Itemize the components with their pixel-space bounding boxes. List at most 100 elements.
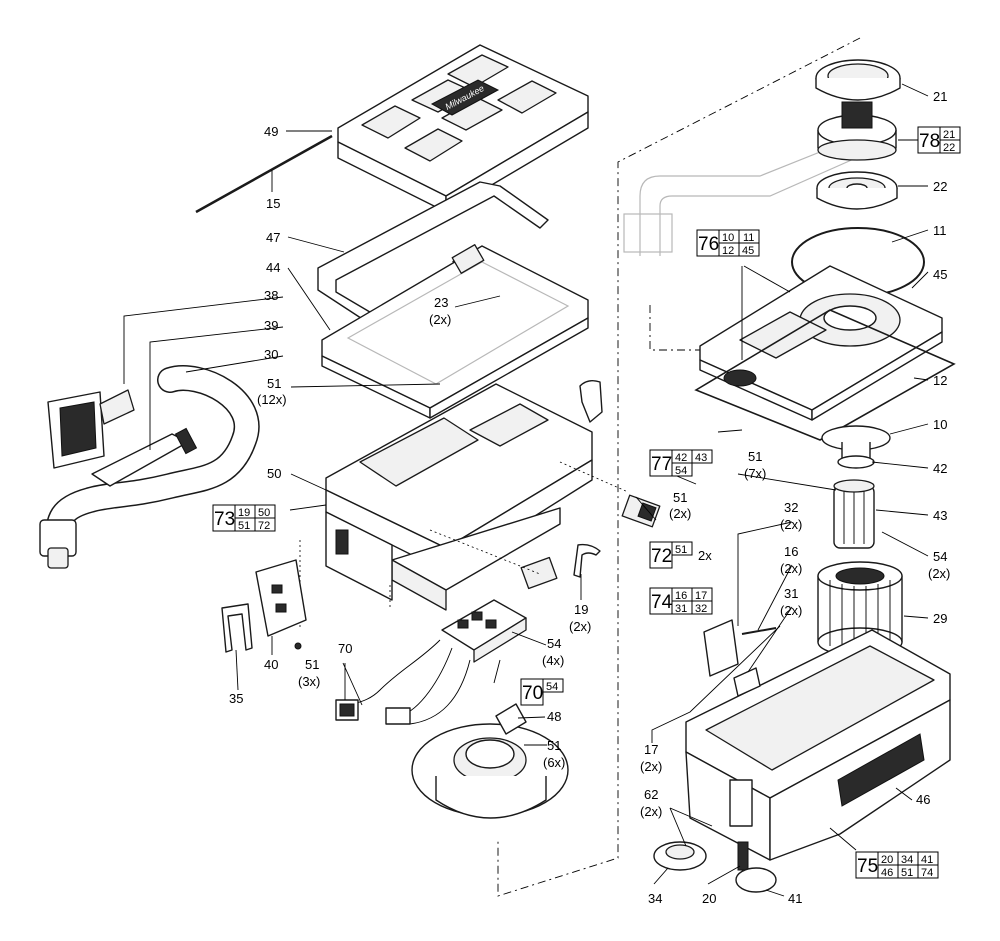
- label-47: 47: [266, 230, 280, 245]
- label-35: 35: [229, 691, 243, 706]
- kit-73-part: 51: [238, 520, 250, 532]
- part-labels: 49 15 47 44 23 (2x) 38 39 30 51 (12x) 50…: [229, 89, 950, 906]
- part-39-crevice-tool: [91, 427, 198, 487]
- kit-75-number: 75: [857, 856, 878, 877]
- label-48: 48: [547, 709, 561, 724]
- label-49: 49: [264, 124, 278, 139]
- part-51-screw: [294, 642, 302, 650]
- label-44: 44: [266, 260, 280, 275]
- label-22: 22: [933, 179, 947, 194]
- kit-78-part: 22: [943, 142, 955, 154]
- kit-75-part: 46: [881, 867, 893, 879]
- label-11: 11: [933, 223, 947, 238]
- kit-73-part: 72: [258, 520, 270, 532]
- label-54b: 54: [933, 549, 947, 564]
- kit-72-qty: 2x: [698, 548, 712, 563]
- part-12-gasket: [694, 309, 956, 441]
- kit-box-75: 75 20 34 41 46 51 74: [855, 851, 939, 879]
- kit-75-part: 34: [901, 854, 913, 866]
- label-12: 12: [933, 373, 947, 388]
- part-50-housing: [325, 383, 593, 611]
- kit-76-number: 76: [698, 234, 719, 255]
- kit-box-78: 78 21 22: [917, 126, 961, 154]
- part-30-hose: [39, 365, 260, 569]
- label-21: 21: [933, 89, 947, 104]
- label-54b-qty: (2x): [928, 566, 950, 581]
- part-small-block: [520, 556, 558, 590]
- label-32-qty: (2x): [780, 517, 802, 532]
- kit-76-part: 10: [722, 232, 734, 244]
- part-32-plate: [703, 619, 739, 677]
- label-51c: 51: [547, 738, 561, 753]
- kit-box-74: 74 16 17 31 32: [649, 587, 713, 615]
- kit-box-70: 70 54: [520, 678, 564, 706]
- kit-75-part: 41: [921, 854, 933, 866]
- label-51a: 51: [267, 376, 281, 391]
- ghost-hose: [623, 139, 857, 256]
- part-78-motor: [817, 101, 897, 161]
- label-38: 38: [264, 288, 278, 303]
- kit-74-part: 17: [695, 590, 707, 602]
- kit-box-73: 73 19 50 51 72: [212, 504, 276, 532]
- kit-78-number: 78: [919, 131, 940, 152]
- kit-74-part: 16: [675, 590, 687, 602]
- label-51c-qty: (6x): [543, 755, 565, 770]
- kit-73-part: 50: [258, 507, 270, 519]
- label-31-qty: (2x): [780, 603, 802, 618]
- label-51e-qty: (2x): [669, 506, 691, 521]
- kit-73-part: 19: [238, 507, 250, 519]
- label-29: 29: [933, 611, 947, 626]
- label-62-qty: (2x): [640, 804, 662, 819]
- label-43: 43: [933, 508, 947, 523]
- kit-box-77: 77 42 43 54: [649, 449, 713, 477]
- kit-73-number: 73: [214, 509, 235, 530]
- kit-76-part: 12: [722, 245, 734, 257]
- part-49-lid: Milwaukee: [337, 44, 589, 213]
- label-19: 19: [574, 602, 588, 617]
- label-51a-qty: (12x): [257, 392, 287, 407]
- kit-77-number: 77: [651, 454, 672, 475]
- label-16-qty: (2x): [780, 561, 802, 576]
- kit-78-part: 21: [943, 129, 955, 141]
- kit-70-part: 54: [546, 681, 558, 693]
- label-23-qty: (2x): [429, 312, 451, 327]
- label-51b: 51: [305, 657, 319, 672]
- label-45: 45: [933, 267, 947, 282]
- label-15: 15: [266, 196, 280, 211]
- label-40: 40: [264, 657, 278, 672]
- label-17-qty: (2x): [640, 759, 662, 774]
- label-23: 23: [434, 295, 448, 310]
- label-39: 39: [264, 318, 278, 333]
- kit-box-72: 72 51 2x: [649, 541, 712, 569]
- label-19-qty: (2x): [569, 619, 591, 634]
- part-43-cage: [833, 479, 875, 549]
- part-46-tank: [685, 629, 951, 861]
- label-51e: 51: [673, 490, 687, 505]
- label-20: 20: [702, 891, 716, 906]
- part-41-foot: [735, 867, 777, 893]
- kit-74-part: 31: [675, 603, 687, 615]
- part-16-pin: [741, 627, 777, 635]
- part-15-rod: [195, 134, 333, 214]
- leader-lines: [123, 83, 929, 897]
- part-72-switch: [621, 494, 661, 528]
- label-30: 30: [264, 347, 278, 362]
- label-46: 46: [916, 792, 930, 807]
- label-62: 62: [644, 787, 658, 802]
- part-44-plate: [321, 244, 589, 419]
- label-51b-qty: (3x): [298, 674, 320, 689]
- kit-74-number: 74: [651, 592, 673, 613]
- kit-box-76: 76 10 11 12 45: [696, 229, 760, 257]
- part-38-nozzle: [47, 389, 135, 469]
- part-22-impeller: [816, 171, 898, 210]
- kit-75-part: 74: [921, 867, 933, 879]
- part-20-spring: [737, 841, 749, 871]
- kit-76-part: 45: [742, 245, 754, 257]
- kit-77-part: 43: [695, 452, 707, 464]
- label-34: 34: [648, 891, 662, 906]
- label-51d-qty: (7x): [744, 466, 766, 481]
- kit-72-part: 51: [675, 544, 687, 556]
- part-42-insert: [837, 455, 875, 469]
- kit-70-number: 70: [522, 683, 543, 704]
